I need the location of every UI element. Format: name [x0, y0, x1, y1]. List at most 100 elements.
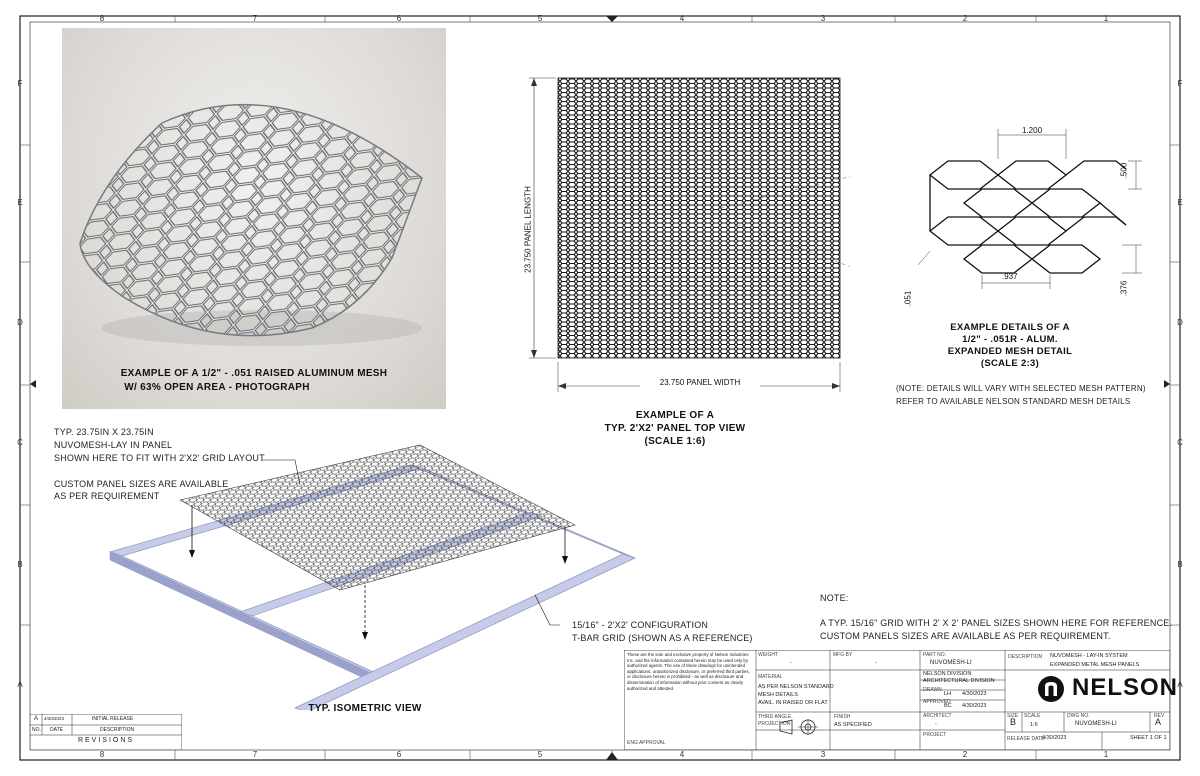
dwg-no-value: NUVOMESH-LI — [1075, 721, 1117, 727]
zone-col-5-bottom: 5 — [537, 750, 543, 759]
description-line-2: EXPANDED METAL MESH PANELS — [1050, 662, 1140, 668]
general-note-line-1: A TYP. 15/16" GRID WITH 2' X 2' PANEL SI… — [820, 618, 1173, 628]
division-line-2: ARCHITECTURAL DIVISION — [923, 678, 995, 684]
scale-value: 1:6 — [1030, 722, 1038, 728]
zone-col-4: 4 — [679, 14, 685, 23]
part-no-label: PART NO. — [923, 652, 947, 658]
scale-label: SCALE — [1024, 713, 1041, 719]
iso-custom-note-1: CUSTOM PANEL SIZES ARE AVAILABLE — [54, 479, 229, 489]
zone-col-6-bottom: 6 — [396, 750, 402, 759]
zone-row-a: A — [17, 680, 23, 689]
photo-caption-line-1: EXAMPLE OF A 1/2" - .051 RAISED ALUMINUM… — [120, 368, 388, 379]
zone-row-c: C — [17, 438, 23, 447]
mfg-value: - — [875, 660, 877, 666]
iso-panel-note-1: TYP. 23.75IN X 23.75IN — [54, 427, 154, 437]
part-no-value: NUVOMESH-LI — [930, 660, 972, 666]
weight-label: WEIGHT — [758, 652, 778, 658]
zone-row-e: E — [17, 198, 23, 207]
drawn-date: 4/30/2023 — [962, 691, 987, 697]
dim-panel-length: 23.750 PANEL LENGTH — [523, 169, 533, 290]
size-label: SIZE — [1007, 713, 1019, 719]
zone-row-e-right: E — [1177, 198, 1183, 207]
revisions-table — [30, 714, 182, 750]
zone-col-7: 7 — [252, 14, 258, 23]
zone-col-1: 1 — [1103, 14, 1109, 23]
zone-row-f-right: F — [1177, 79, 1183, 88]
rev-value: A — [1155, 717, 1162, 727]
project-label: PROJECT — [923, 732, 947, 738]
architect-value: - — [935, 721, 937, 727]
panel-top-view — [529, 77, 850, 392]
isometric-view — [108, 444, 636, 710]
zone-col-1-bottom: 1 — [1103, 750, 1109, 759]
projection-label: THIRD ANGLE — [758, 714, 792, 720]
sheet-number: SHEET 1 OF 1 — [1130, 735, 1167, 741]
size-value: B — [1010, 717, 1017, 727]
material-label: MATERIAL — [758, 674, 783, 680]
dim-detail-left: .051 — [903, 290, 913, 307]
iso-panel-note-2: NUVOMESH-LAY IN PANEL — [54, 440, 173, 450]
dim-detail-bottom: .937 — [1002, 272, 1018, 281]
dim-panel-width: 23.750 PANEL WIDTH — [640, 378, 760, 387]
release-date-value: 4/30/2023 — [1042, 735, 1067, 741]
third-angle-projection-icon — [779, 719, 818, 735]
top-view-caption-3: (SCALE 1:6) — [644, 436, 706, 447]
iso-panel-note-3: SHOWN HERE TO FIT WITH 2'X2' GRID LAYOUT — [54, 453, 265, 463]
detail-caption-3: EXPANDED MESH DETAIL — [947, 346, 1073, 357]
zone-col-6: 6 — [396, 14, 402, 23]
revision-date: 4/30/2023 — [44, 716, 65, 721]
revision-desc: INITIAL RELEASE — [92, 716, 134, 722]
projection-title: PROJECTION — [758, 721, 791, 727]
revisions-title: REVISIONS — [77, 737, 135, 744]
approved-by: BC — [944, 703, 952, 709]
architect-label: ARCHITECT — [923, 713, 952, 719]
zone-col-8: 8 — [99, 14, 105, 23]
revision-header-date: DATE — [50, 727, 63, 733]
zone-col-3: 3 — [820, 14, 826, 23]
iso-custom-note-2: AS PER REQUIREMENT — [54, 491, 160, 501]
material-line-1: AS PER NELSON STANDARD — [758, 684, 834, 690]
zone-col-2: 2 — [962, 14, 968, 23]
nelson-logo-text: NELSON — [1072, 674, 1179, 701]
dim-detail-right-low: .376 — [1119, 280, 1129, 297]
dwg-no-label: DWG NO. — [1067, 713, 1090, 719]
zone-row-a-right: A — [1177, 680, 1183, 689]
zone-row-f: F — [17, 79, 23, 88]
finish-value: AS SPECIFIED — [834, 722, 872, 728]
dim-detail-right: .500 — [1119, 162, 1129, 179]
description-label: DESCRIPTION — [1008, 654, 1043, 660]
zone-row-d: D — [17, 318, 23, 327]
iso-grid-note-1: 15/16" - 2'X2' CONFIGURATION — [572, 620, 709, 630]
zone-row-b-right: B — [1177, 560, 1183, 569]
rev-label: REV — [1154, 713, 1165, 719]
iso-caption: TYP. ISOMETRIC VIEW — [308, 703, 422, 714]
zone-col-3-bottom: 3 — [820, 750, 826, 759]
zone-col-5: 5 — [537, 14, 543, 23]
zone-col-2-bottom: 2 — [962, 750, 968, 759]
description-line-1: NUVOMESH - LAY-IN SYSTEM — [1050, 653, 1128, 659]
dim-detail-top: 1.200 — [1022, 126, 1043, 135]
detail-caption-1: EXAMPLE DETAILS OF A — [950, 322, 1070, 333]
mesh-photograph — [62, 28, 446, 409]
drawn-by: LH — [944, 691, 952, 697]
mfg-label: MFG BY — [833, 652, 853, 658]
drawn-label: DRAWN — [923, 687, 942, 693]
detail-caption-2: 1/2" - .051R - ALUM. — [962, 334, 1058, 345]
approved-label: APPROVED — [923, 699, 951, 705]
detail-caption-4: (SCALE 2:3) — [980, 358, 1040, 369]
material-line-2: MESH DETAILS — [758, 692, 798, 698]
release-date-label: RELEASE DATE — [1007, 736, 1045, 742]
mesh-detail-drawing — [917, 129, 1142, 289]
revision-header-no: NO. — [32, 727, 41, 733]
detail-note-2: REFER TO AVAILABLE NELSON STANDARD MESH … — [896, 397, 1131, 406]
photo-caption-line-2: W/ 63% OPEN AREA - PHOTOGRAPH — [124, 382, 310, 393]
zone-row-b: B — [17, 560, 23, 569]
weight-value: - — [790, 660, 792, 666]
nelson-logo-icon — [1038, 676, 1064, 702]
revision-no: A — [34, 716, 39, 722]
proprietary-statement: These are the sole and exclusive propert… — [627, 652, 750, 691]
zone-row-d-right: D — [1177, 318, 1183, 327]
revision-header-desc: DESCRIPTION — [100, 727, 135, 733]
general-note-line-2: CUSTOM PANELS SIZES ARE AVAILABLE AS PER… — [820, 631, 1111, 641]
